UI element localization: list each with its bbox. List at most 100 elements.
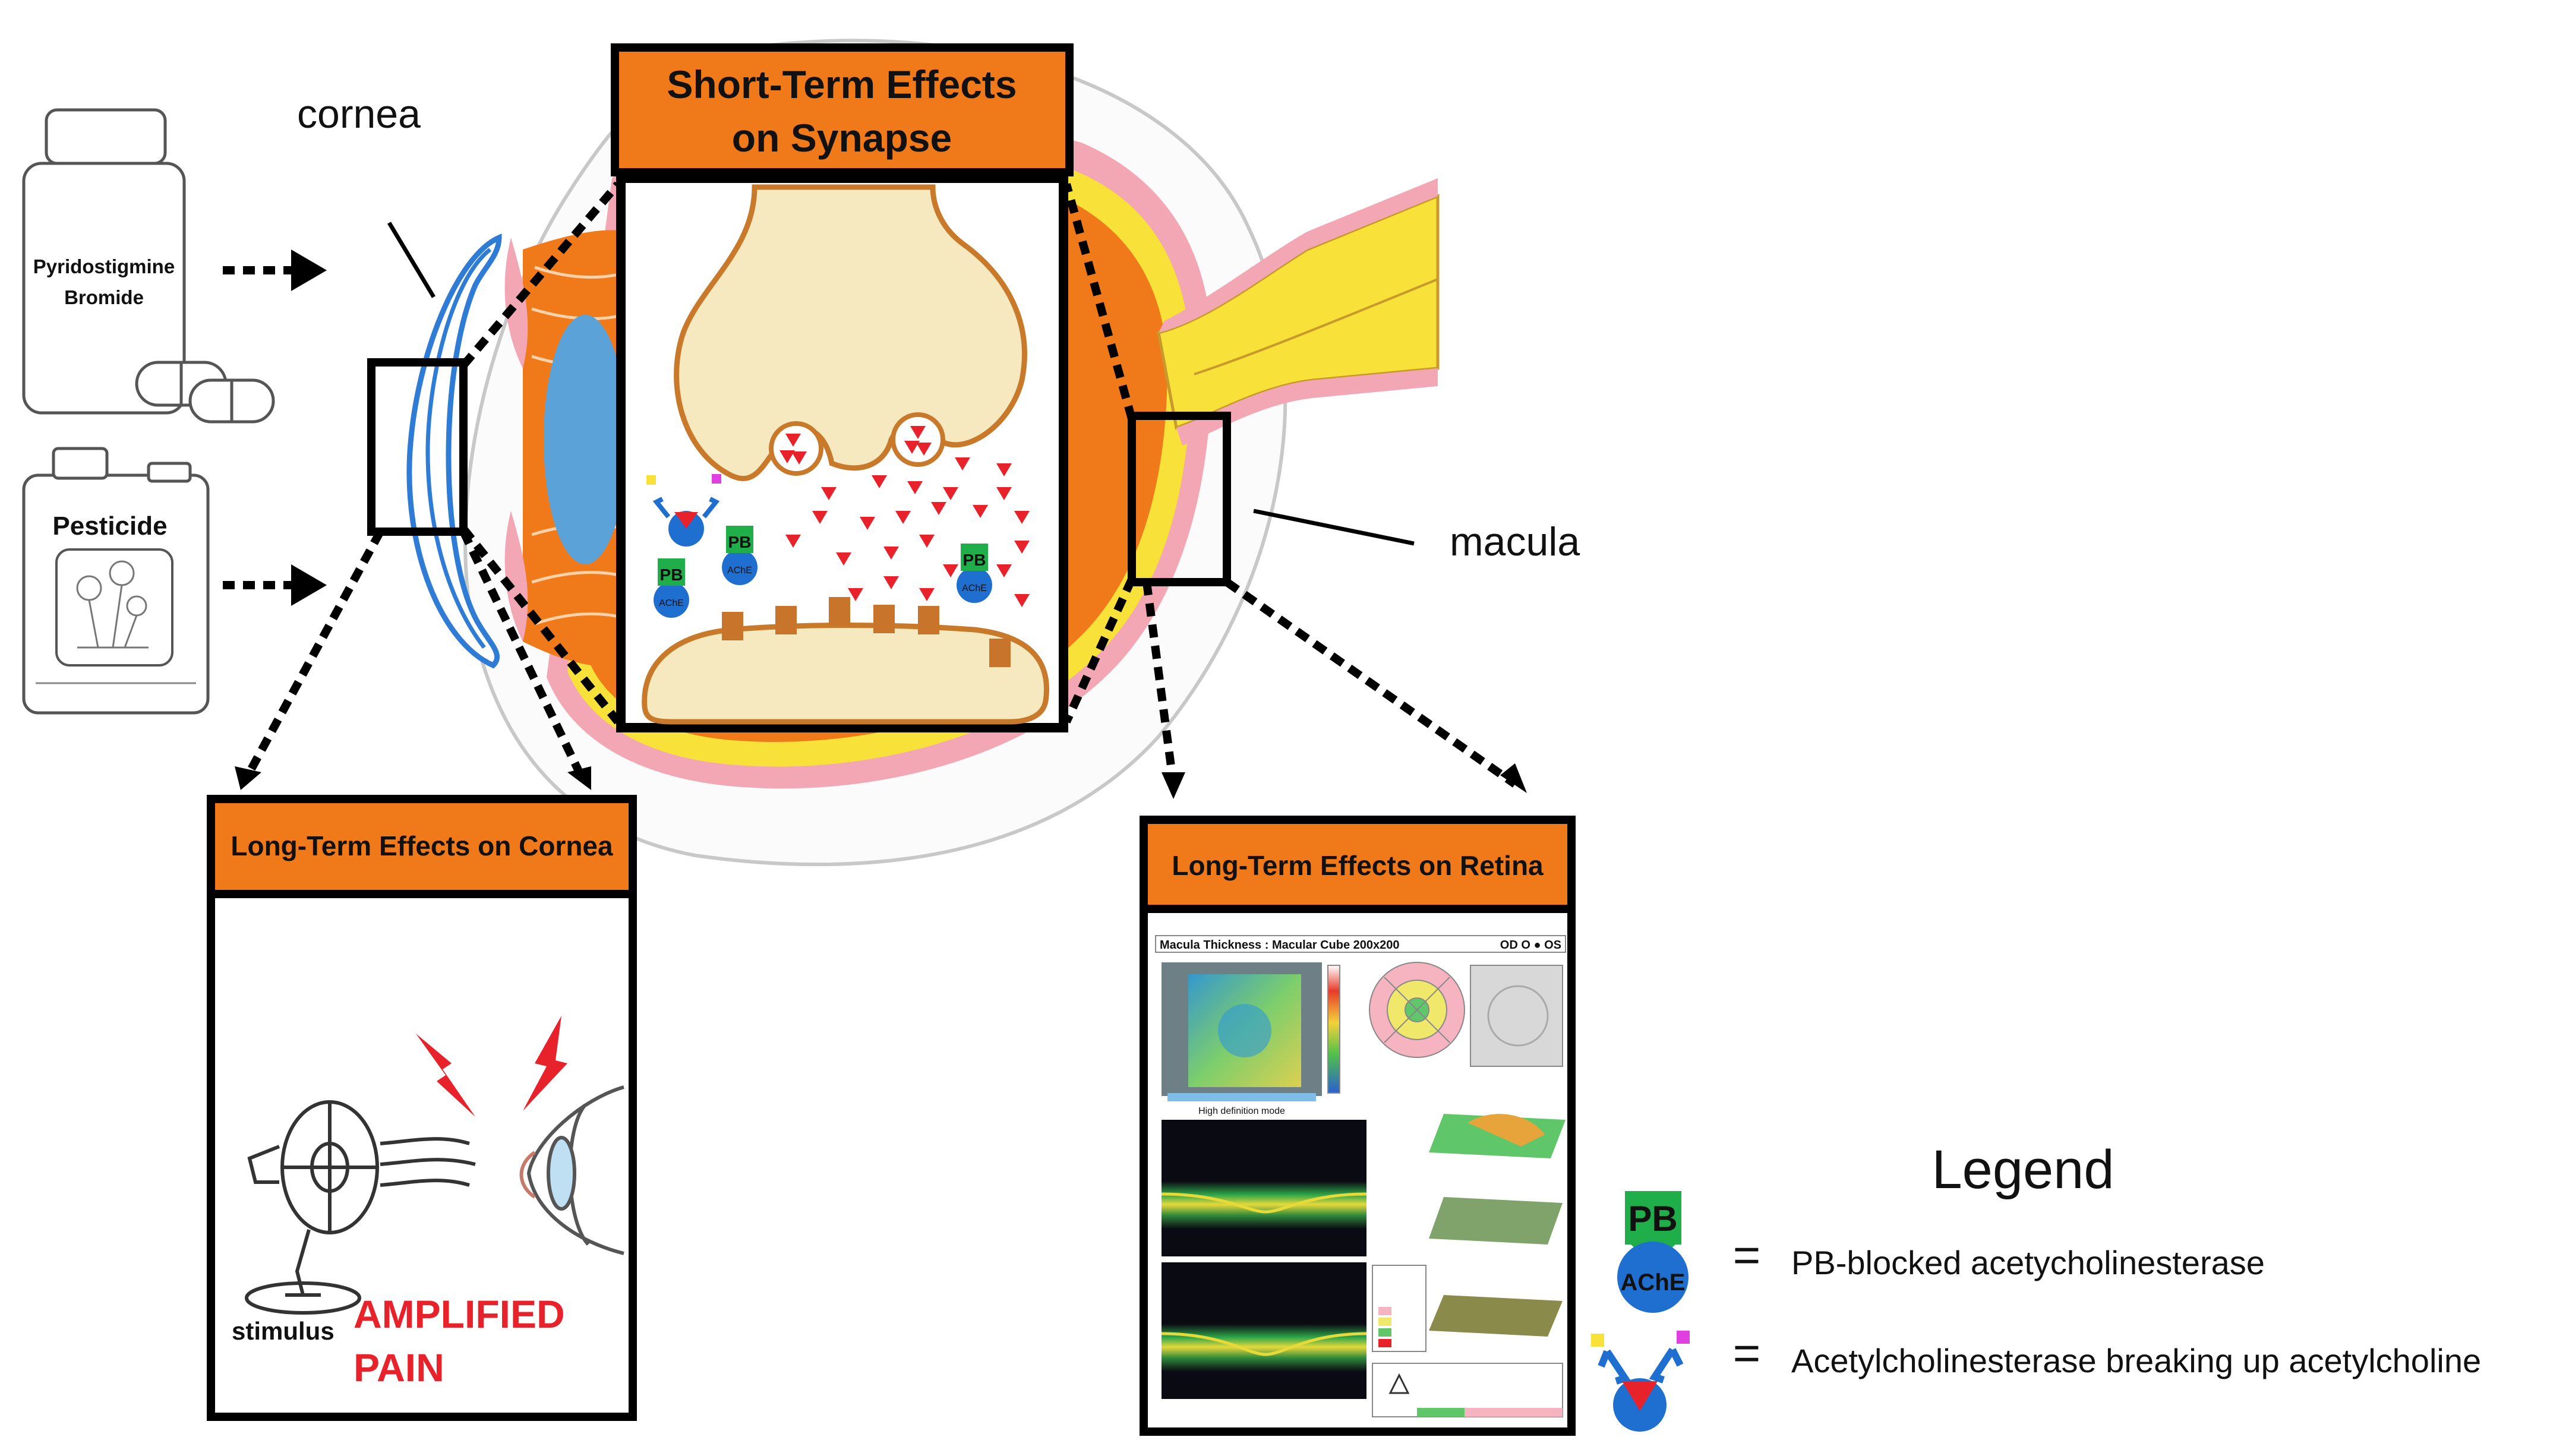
pill-bottle: Pyridostigmine Bromide xyxy=(22,108,275,424)
neurotransmitter xyxy=(943,564,958,577)
iris-bottom xyxy=(504,511,528,642)
optic-nerve-sheath-top xyxy=(1159,178,1438,333)
oct-bscan xyxy=(1162,1120,1366,1256)
lens xyxy=(544,315,627,564)
neurotransmitter xyxy=(791,451,807,465)
flower-icon xyxy=(76,560,149,649)
vesicle xyxy=(769,421,823,476)
svg-text:PB: PB xyxy=(1628,1199,1677,1239)
legend-equals: = xyxy=(1733,1228,1761,1281)
lightning-icon xyxy=(523,1016,567,1111)
pb-ache: PB AChE xyxy=(654,558,689,618)
neurotransmitter xyxy=(973,505,988,518)
synapse-title-bg xyxy=(611,43,1074,176)
neurotransmitter xyxy=(943,487,958,500)
neurotransmitter xyxy=(910,426,926,439)
neurotransmitter xyxy=(1014,594,1030,607)
legend: Legend PB AChE = PB-blocked acetycholine… xyxy=(1591,1139,2481,1432)
fan-icon xyxy=(245,1100,476,1315)
svg-text:PB: PB xyxy=(728,533,752,551)
optic-nerve-sheath-bottom xyxy=(1176,368,1438,446)
legend-equals: = xyxy=(1733,1326,1761,1379)
svg-text:PB: PB xyxy=(963,551,986,569)
eye-profile-icon xyxy=(519,1085,624,1255)
neurotransmitter xyxy=(931,502,946,515)
synapse-title-line1: Short-Term Effects xyxy=(667,62,1017,106)
synapse-panel: Short-Term Effects on Synapse xyxy=(611,43,1074,732)
neurotransmitter xyxy=(785,434,801,447)
legend-title: Legend xyxy=(1932,1139,2114,1200)
svg-text:AChE: AChE xyxy=(659,598,684,608)
macula-pointer xyxy=(1253,509,1415,546)
bottle-label-line2: Bromide xyxy=(64,286,144,308)
neurotransmitter xyxy=(996,564,1012,577)
legend-pb-ache-icon: PB AChE xyxy=(1617,1191,1689,1313)
ache-enzyme xyxy=(646,474,721,547)
arrow-pesticide-to-eye xyxy=(223,564,327,606)
synapse-title-line2: on Synapse xyxy=(732,116,952,160)
svg-text:AChE: AChE xyxy=(962,583,987,593)
arrow-bottle-to-eye xyxy=(223,249,327,291)
stimulus-label: stimulus xyxy=(232,1317,334,1345)
warning-icon xyxy=(1388,1373,1410,1394)
vesicle xyxy=(891,412,945,467)
cornea-zoom-box xyxy=(367,358,468,536)
neurotransmitter xyxy=(904,441,920,454)
3d-thickness-map xyxy=(1429,1295,1563,1337)
neurotransmitter xyxy=(895,511,911,524)
legend-ache-icon xyxy=(1591,1331,1690,1432)
iris-top xyxy=(504,238,528,368)
neurotransmitter xyxy=(907,481,923,494)
neurotransmitter xyxy=(883,547,899,560)
neurotransmitter xyxy=(996,463,1012,476)
amplified-pain-line2: PAIN xyxy=(354,1346,444,1389)
oct-bscan xyxy=(1162,1262,1366,1399)
svg-text:AChE: AChE xyxy=(1621,1269,1686,1296)
neurotransmitter xyxy=(1014,541,1030,554)
neurotransmitter xyxy=(919,535,935,548)
report-header: Macula Thickness : Macular Cube 200x200 xyxy=(1160,939,1400,952)
legend-item2: Acetylcholinesterase breaking up acetylc… xyxy=(1791,1342,2481,1379)
neurotransmitter xyxy=(1014,511,1030,524)
pb-ache: PB AChE xyxy=(722,526,758,585)
cornea-label: cornea xyxy=(297,91,421,137)
neurotransmitter xyxy=(919,588,935,601)
macula-label: macula xyxy=(1450,519,1580,564)
neurotransmitter xyxy=(779,450,795,463)
cornea-panel-title: Long-Term Effects on Cornea xyxy=(231,830,613,861)
neurotransmitter xyxy=(848,588,863,601)
svg-text:PB: PB xyxy=(660,566,683,584)
neurotransmitter xyxy=(883,576,899,589)
legend-item1: PB-blocked acetycholinesterase xyxy=(1791,1244,2265,1281)
neurotransmitter xyxy=(872,475,887,488)
cornea-pointer xyxy=(387,222,436,298)
cornea xyxy=(406,233,502,669)
svg-text:AChE: AChE xyxy=(727,566,752,576)
lightning-icon xyxy=(416,1034,475,1117)
neurotransmitter xyxy=(785,535,801,548)
neurotransmitter xyxy=(821,487,837,500)
neurotransmitter xyxy=(955,457,970,470)
neurotransmitter xyxy=(916,443,932,456)
neurotransmitter xyxy=(996,487,1012,500)
pesticide-label: Pesticide xyxy=(52,511,167,541)
3d-thickness-map xyxy=(1429,1197,1563,1245)
neurotransmitter xyxy=(836,552,851,566)
connector-lines xyxy=(245,181,1518,788)
retina-panel: Long-Term Effects on Retina Macula Thick… xyxy=(1140,816,1576,1436)
hd-mode-label: High definition mode xyxy=(1198,1106,1285,1116)
neurotransmitter xyxy=(860,517,875,530)
pesticide-jug: Pesticide xyxy=(22,447,210,715)
bottle-label-line1: Pyridostigmine xyxy=(33,255,175,277)
report-eyes: OD O ● OS xyxy=(1500,939,1561,952)
receptor-group xyxy=(722,597,1011,667)
pb-ache: PB AChE xyxy=(957,544,992,603)
neurotransmitter xyxy=(812,511,828,524)
presynaptic-terminal xyxy=(674,184,1027,482)
retina-panel-title: Long-Term Effects on Retina xyxy=(1172,850,1544,881)
connector-arrowheads xyxy=(235,763,1527,799)
postsynaptic-membrane xyxy=(642,623,1049,725)
neurotransmitter-group xyxy=(779,426,1030,607)
etdrs-thickness-grid xyxy=(1369,962,1465,1058)
